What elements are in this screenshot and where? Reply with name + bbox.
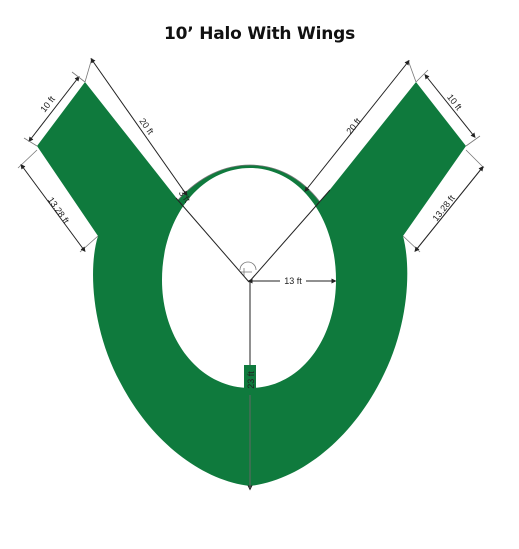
left-wing-length-label: 20 ft — [137, 116, 156, 136]
left-wing-length-line — [90, 57, 188, 197]
right-radial-line — [248, 189, 331, 283]
left-wing-width-line — [28, 76, 80, 142]
right-wing-width-label: 10 ft — [445, 92, 464, 112]
right-wing-width-line — [424, 74, 476, 138]
diagram-title: 10’ Halo With Wings — [163, 24, 356, 44]
halo-shape — [37, 82, 466, 486]
left-wing-side-label: 13.28 ft — [46, 195, 72, 226]
inner-circle-arc — [177, 164, 321, 203]
right-wing-length-label: 20 ft — [344, 116, 363, 136]
left-wing-width-label: 10 ft — [38, 94, 57, 114]
right-wing-side-label: 13.28 ft — [430, 193, 457, 223]
right-wing-side-line — [414, 166, 484, 252]
center-mark — [241, 268, 252, 276]
inner-radius-label: 13 ft — [284, 276, 302, 286]
right-wing-length-line — [304, 60, 410, 192]
outer-radius-label: 23 ft — [246, 371, 256, 389]
left-wing-side-line — [20, 163, 86, 253]
left-radial-line — [175, 197, 250, 283]
